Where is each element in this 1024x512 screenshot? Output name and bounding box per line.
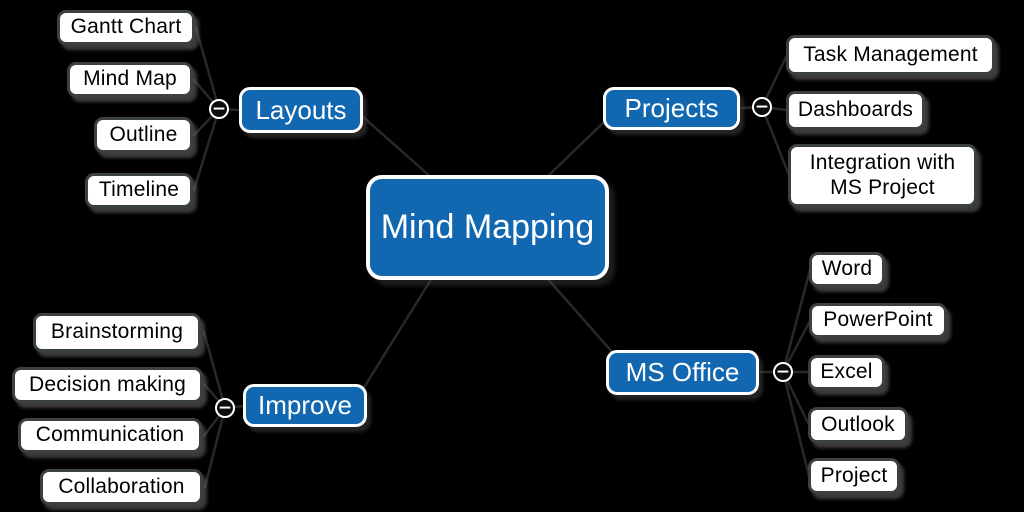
topic-brainstorming[interactable]: Brainstorming	[33, 313, 201, 352]
connector-center-msoffice	[545, 276, 615, 355]
connector-layouts-timeline	[192, 107, 221, 192]
topic-collaboration[interactable]: Collaboration	[40, 469, 203, 505]
topic-gantt-chart[interactable]: Gantt Chart	[57, 10, 195, 45]
connector-msoffice-project	[781, 370, 811, 478]
connector-improve-brain	[202, 330, 227, 410]
branch-improve[interactable]: Improve	[243, 384, 367, 427]
connector-center-improve	[361, 276, 434, 391]
collapse-button-projects[interactable]: −	[752, 97, 772, 117]
topic-integration-ms-project[interactable]: Integration with MS Project	[788, 144, 977, 207]
topic-task-management[interactable]: Task Management	[786, 35, 995, 75]
connector-center-layouts	[360, 114, 434, 180]
topic-excel[interactable]: Excel	[808, 355, 885, 390]
topic-word[interactable]: Word	[809, 252, 885, 287]
collapse-button-improve[interactable]: −	[215, 398, 235, 418]
topic-mind-map[interactable]: Mind Map	[67, 62, 193, 97]
connector-layouts-gantt	[194, 26, 221, 111]
connector-projects-integ	[760, 105, 791, 177]
topic-outline[interactable]: Outline	[94, 117, 193, 153]
topic-powerpoint[interactable]: PowerPoint	[809, 303, 947, 338]
topic-timeline[interactable]: Timeline	[85, 173, 193, 208]
branch-projects[interactable]: Projects	[603, 87, 740, 130]
collapse-button-ms-office[interactable]: −	[773, 362, 793, 382]
topic-project[interactable]: Project	[808, 458, 900, 494]
collapse-button-layouts[interactable]: −	[209, 99, 229, 119]
topic-dashboards[interactable]: Dashboards	[786, 91, 925, 130]
topic-decision-making[interactable]: Decision making	[12, 367, 203, 403]
connector-center-projects	[545, 119, 607, 179]
topic-communication[interactable]: Communication	[18, 418, 202, 453]
branch-ms-office[interactable]: MS Office	[606, 350, 759, 395]
branch-layouts[interactable]: Layouts	[239, 87, 363, 133]
central-topic[interactable]: Mind Mapping	[366, 175, 609, 280]
connector-msoffice-word	[781, 268, 812, 374]
connector-improve-collab	[203, 406, 227, 489]
topic-outlook[interactable]: Outlook	[808, 407, 908, 443]
